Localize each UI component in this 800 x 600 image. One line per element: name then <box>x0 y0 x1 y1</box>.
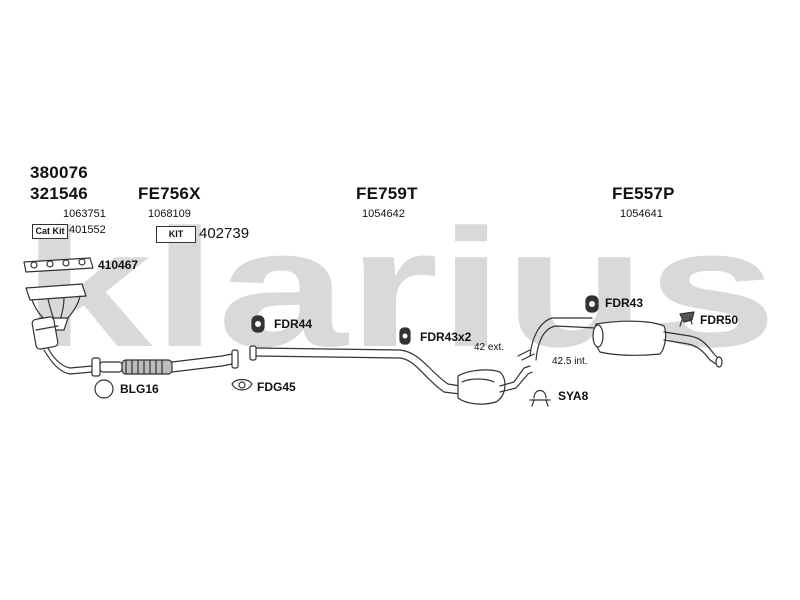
fdg45-gasket-icon <box>231 378 253 391</box>
front-ref: 1063751 <box>63 208 106 220</box>
cat-kit-number: 401552 <box>69 224 106 236</box>
kit-badge: KIT <box>156 226 196 243</box>
fdr43x2-mount-icon <box>399 327 411 345</box>
fdr50-mount-icon <box>679 311 695 327</box>
front-code-1: 380076 <box>30 163 88 182</box>
kit-number: 402739 <box>199 225 250 242</box>
sya8-label: SYA8 <box>558 389 589 403</box>
fdr50-label: FDR50 <box>700 313 739 327</box>
fdr44-label: FDR44 <box>274 317 313 331</box>
blg16-ring-icon <box>94 379 114 399</box>
rear-code: FE557P <box>612 184 675 203</box>
sya8-clamp-icon <box>529 389 551 407</box>
fdr44-mount-icon <box>251 315 265 333</box>
blg16-label: BLG16 <box>120 382 159 396</box>
fdr43x2-label: FDR43x2 <box>420 330 472 344</box>
manifold-gasket-icon <box>23 257 94 273</box>
center-silencer-icon <box>249 345 535 405</box>
fdg45-label: FDG45 <box>257 380 296 394</box>
front-pipe-icon <box>91 349 239 377</box>
manifold-gasket-label: 410467 <box>98 258 139 272</box>
pipe1-ref: 1068109 <box>148 208 191 220</box>
front-code-2: 321546 <box>30 184 88 203</box>
center-code: FE759T <box>356 184 418 203</box>
rear-silencer-icon <box>529 317 723 368</box>
pipe1-code: FE756X <box>138 184 201 203</box>
int-note: 42.5 int. <box>552 356 588 367</box>
fdr43-mount-icon <box>585 295 599 313</box>
ext-note: 42 ext. <box>474 342 505 353</box>
manifold-cat-icon <box>25 283 93 375</box>
cat-kit-badge: Cat Kit <box>32 224 68 239</box>
rear-ref: 1054641 <box>620 208 663 220</box>
center-ref: 1054642 <box>362 208 405 220</box>
fdr43-label: FDR43 <box>605 296 644 310</box>
